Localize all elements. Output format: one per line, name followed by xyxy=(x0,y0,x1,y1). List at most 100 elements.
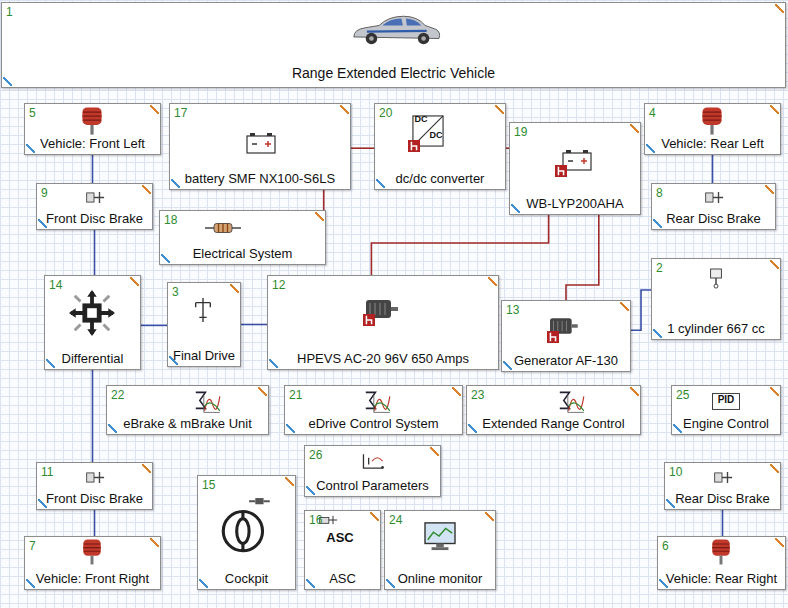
mechanical-connector xyxy=(712,155,714,183)
block-box: 7Vehicle: Front Right xyxy=(24,536,161,590)
block-number: 1 xyxy=(2,3,13,19)
block-label: Vehicle: Front Right xyxy=(25,571,160,589)
mechanical-connector xyxy=(92,370,94,462)
block-box: 19WB-LYP200AHA xyxy=(509,122,641,215)
block-box: 2 1 cylinder 667 cc xyxy=(651,258,781,340)
block-number: 4 xyxy=(645,104,656,120)
block-box: 6Vehicle: Rear Right xyxy=(657,536,786,590)
block-icon xyxy=(711,470,733,485)
block-label: HPEVS AC-20 96V 650 Amps xyxy=(268,351,498,369)
block-label: Online monitor xyxy=(385,571,495,589)
block-number: 5 xyxy=(25,104,36,120)
icon-text: DC xyxy=(412,114,430,125)
block-label: dc/dc converter xyxy=(375,171,505,189)
block-number: 18 xyxy=(160,211,177,227)
mechanical-connector xyxy=(722,510,724,536)
block-icon xyxy=(557,390,585,414)
block-label: 1 cylinder 667 cc xyxy=(652,321,780,339)
block-label: Control Parameters xyxy=(305,478,440,496)
block-icon xyxy=(555,165,567,177)
block-icon xyxy=(192,295,214,325)
electrical-connector xyxy=(371,215,548,275)
block-icon xyxy=(360,452,386,472)
block-number: 16 xyxy=(305,511,322,527)
block-box: 16ASC xyxy=(304,510,381,590)
block-icon xyxy=(710,539,732,565)
block-box: 11Front Disc Brake xyxy=(36,462,153,510)
block-icon xyxy=(80,107,104,135)
block-box: 10Rear Disc Brake xyxy=(664,462,781,510)
block-number: 3 xyxy=(168,283,179,299)
block-number: 23 xyxy=(467,386,484,402)
electrical-connector xyxy=(566,215,599,300)
block-icon xyxy=(83,190,105,205)
block-label: Vehicle: Rear Right xyxy=(658,571,785,589)
block-icon xyxy=(220,496,272,558)
block-number: 26 xyxy=(305,446,322,462)
block-number: 7 xyxy=(25,537,36,553)
block-box: 22 eBrake & mBrake Unit xyxy=(106,385,269,435)
block-box: 18Electrical System xyxy=(159,210,326,265)
block-number: 13 xyxy=(502,301,519,317)
block-label: eDrive Control System xyxy=(285,416,462,434)
block-box: 24Online monitor xyxy=(384,510,496,590)
block-box: 20 dc/dc converter xyxy=(374,103,506,190)
block-box: 17 battery SMF NX100-S6LS xyxy=(169,103,351,190)
block-box: 5Vehicle: Front Left xyxy=(24,103,161,155)
mechanical-connector xyxy=(241,324,267,326)
block-number: 17 xyxy=(170,104,187,120)
block-number: 20 xyxy=(375,104,392,120)
block-number: 14 xyxy=(45,276,62,292)
icon-text: PID xyxy=(712,394,740,406)
block-box: 25Engine Control xyxy=(671,385,781,435)
block-label: Extended Range Control xyxy=(467,416,640,434)
block-label: Engine Control xyxy=(672,416,780,434)
block-label: Differential xyxy=(45,351,140,369)
block-box: 21eDrive Control System xyxy=(284,385,463,435)
mechanical-connector xyxy=(94,510,96,536)
block-icon xyxy=(193,390,221,414)
block-label: Vehicle: Rear Left xyxy=(645,136,780,154)
block-box: 13Generator AF-130 xyxy=(501,300,631,372)
block-icon xyxy=(81,539,103,565)
block-label: Front Disc Brake xyxy=(37,211,152,229)
block-box: 3Final Drive xyxy=(167,282,241,367)
block-icon xyxy=(363,390,391,414)
block-box: 4Vehicle: Rear Left xyxy=(644,103,781,155)
mechanical-connector xyxy=(94,230,96,275)
block-number: 22 xyxy=(107,386,124,402)
block-box: 9Front Disc Brake xyxy=(36,183,153,230)
block-number: 12 xyxy=(268,276,285,292)
block-label: ASC xyxy=(305,571,380,589)
block-label: Electrical System xyxy=(160,246,325,264)
block-label: Vehicle: Front Left xyxy=(25,136,160,154)
block-icon xyxy=(547,331,559,343)
block-icon xyxy=(69,290,115,336)
mechanical-connector xyxy=(631,290,651,330)
mechanical-connector xyxy=(141,325,167,327)
block-number: 9 xyxy=(37,184,48,200)
block-label: Range Extended Electric Vehicle xyxy=(2,65,785,87)
block-box: 1Range Extended Electric Vehicle xyxy=(1,2,786,88)
block-icon xyxy=(363,314,375,326)
block-label: Rear Disc Brake xyxy=(665,491,780,509)
block-box: 12HPEVS AC-20 96V 650 Amps xyxy=(267,275,499,370)
block-label: eBrake & mBrake Unit xyxy=(107,416,268,434)
block-icon xyxy=(205,221,241,235)
block-icon xyxy=(707,267,725,289)
block-icon xyxy=(83,470,105,485)
block-label: Front Disc Brake xyxy=(37,491,152,509)
block-number: 2 xyxy=(652,259,663,275)
block-box: 8Rear Disc Brake xyxy=(651,183,776,230)
block-label: Generator AF-130 xyxy=(502,353,630,371)
block-box: 26Control Parameters xyxy=(304,445,441,497)
block-label: battery SMF NX100-S6LS xyxy=(170,171,350,189)
block-number: 24 xyxy=(385,511,402,527)
icon-text: DC xyxy=(427,130,445,141)
block-icon xyxy=(350,7,442,47)
block-icon xyxy=(700,107,724,135)
block-box: 14Differential xyxy=(44,275,141,370)
block-number: 15 xyxy=(198,476,215,492)
block-number: 10 xyxy=(665,463,682,479)
block-icon xyxy=(246,132,276,154)
